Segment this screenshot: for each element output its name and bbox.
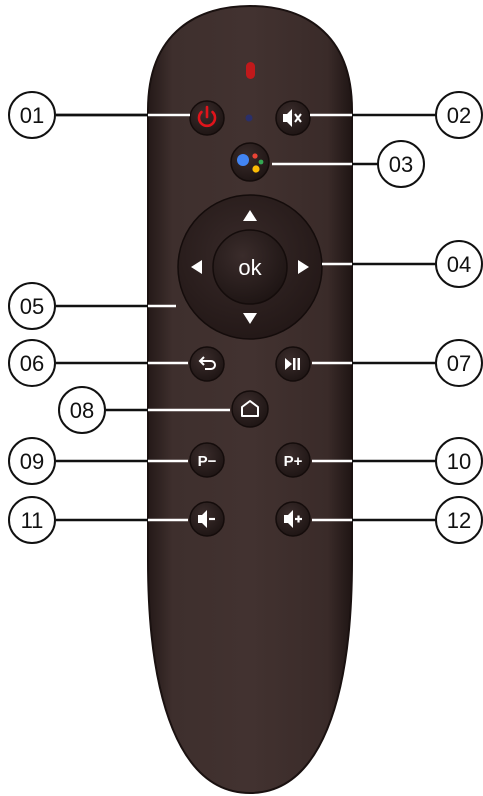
dpad-up-arrow-icon[interactable] [243,210,257,221]
channel-up-button[interactable]: P+ [275,442,311,478]
play-pause-button[interactable] [275,346,311,382]
callout-01-label: 01 [20,103,44,128]
callout-05: 05 [8,282,56,330]
back-arrow-icon [198,356,216,370]
volume-down-button[interactable] [189,501,225,537]
ok-button[interactable]: ok [212,229,288,305]
volume-up-icon [284,510,302,528]
callout-10: 10 [435,437,483,485]
volume-up-button[interactable] [275,501,311,537]
leader-lines [56,113,440,522]
callout-02-label: 02 [447,103,471,128]
callout-12-label: 12 [447,508,471,533]
back-button[interactable] [189,346,225,382]
assistant-button[interactable] [230,142,270,182]
callout-04: 04 [435,240,483,288]
mute-icon [283,109,302,127]
microphone-dot [245,114,253,122]
home-icon [241,400,259,417]
callout-09: 09 [8,437,56,485]
callout-08-label: 08 [70,398,94,423]
callout-07-label: 07 [447,351,471,376]
callout-12: 12 [435,496,483,544]
ok-label: ok [238,255,262,280]
callout-06: 06 [8,339,56,387]
callout-05-label: 05 [20,294,44,319]
power-button[interactable] [189,100,225,136]
play-pause-icon [285,358,300,370]
power-icon [197,105,217,128]
callout-04-label: 04 [447,252,471,277]
callout-11-label: 11 [21,508,44,533]
callout-03-label: 03 [389,152,413,177]
channel-up-label: P+ [284,453,303,470]
callout-08: 08 [58,386,106,434]
dpad-down-arrow-icon[interactable] [243,313,257,324]
callout-10-label: 10 [447,449,471,474]
channel-down-label: P− [198,453,217,470]
callout-07: 07 [435,339,483,387]
google-assistant-icon [237,153,264,173]
callout-02: 02 [435,91,483,139]
dpad-left-arrow-icon[interactable] [191,260,202,274]
ir-led-indicator [246,62,255,79]
callout-01: 01 [8,91,56,139]
callout-03: 03 [377,140,425,188]
volume-down-icon [198,510,215,528]
callout-06-label: 06 [20,351,44,376]
dpad-right-arrow-icon[interactable] [298,260,309,274]
home-button[interactable] [231,390,269,428]
channel-down-button[interactable]: P− [189,442,225,478]
mute-button[interactable] [275,100,311,136]
callout-11: 11 [8,496,56,544]
callout-09-label: 09 [20,449,44,474]
